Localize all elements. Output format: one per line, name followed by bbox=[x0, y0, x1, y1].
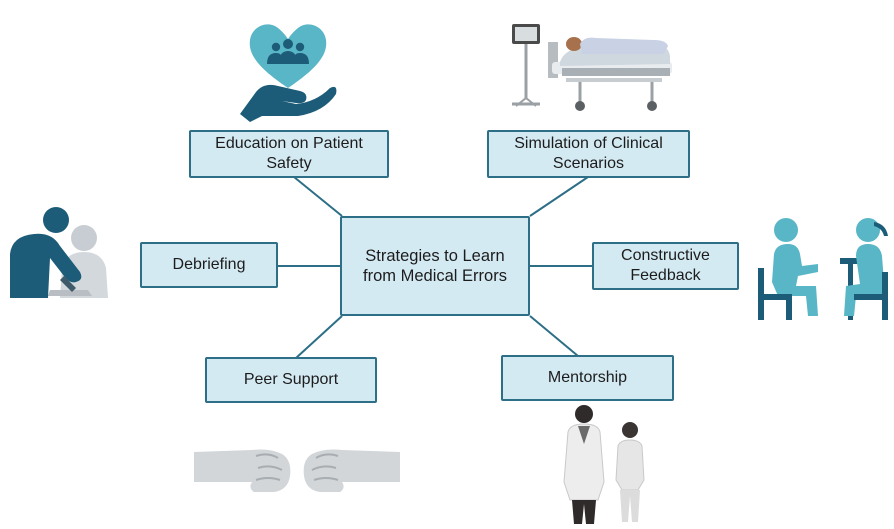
debriefing-node: Debriefing bbox=[140, 242, 278, 288]
education-node: Education on Patient Safety bbox=[189, 130, 389, 178]
connector-peer-support bbox=[295, 315, 343, 359]
feedback-label: Constructive Feedback bbox=[621, 247, 710, 284]
center-label: Strategies to Learn from Medical Errors bbox=[363, 247, 507, 285]
mentorship-label: Mentorship bbox=[547, 369, 628, 386]
connector-mentorship bbox=[529, 315, 579, 357]
education-label: Education on Patient Safety bbox=[215, 135, 363, 172]
debriefing-label: Debriefing bbox=[172, 256, 246, 273]
fist-bump-icon bbox=[194, 449, 400, 492]
heart-hand-people-icon bbox=[240, 24, 337, 122]
hospital-bed-patient-icon bbox=[512, 24, 672, 111]
peer-support-node: Peer Support bbox=[205, 357, 377, 403]
simulation-label: Simulation of Clinical Scenarios bbox=[514, 135, 663, 172]
connector-education bbox=[293, 176, 343, 217]
teacher-student-icon bbox=[10, 207, 108, 298]
mentorship-node: Mentorship bbox=[501, 355, 674, 401]
feedback-node: Constructive Feedback bbox=[592, 242, 739, 290]
two-seated-people-icon bbox=[758, 218, 888, 320]
doctor-and-nurse-icon bbox=[563, 405, 645, 524]
connector-simulation bbox=[529, 176, 589, 217]
peer-support-label: Peer Support bbox=[243, 371, 339, 388]
center-node: Strategies to Learn from Medical Errors bbox=[340, 216, 530, 316]
simulation-node: Simulation of Clinical Scenarios bbox=[487, 130, 690, 178]
